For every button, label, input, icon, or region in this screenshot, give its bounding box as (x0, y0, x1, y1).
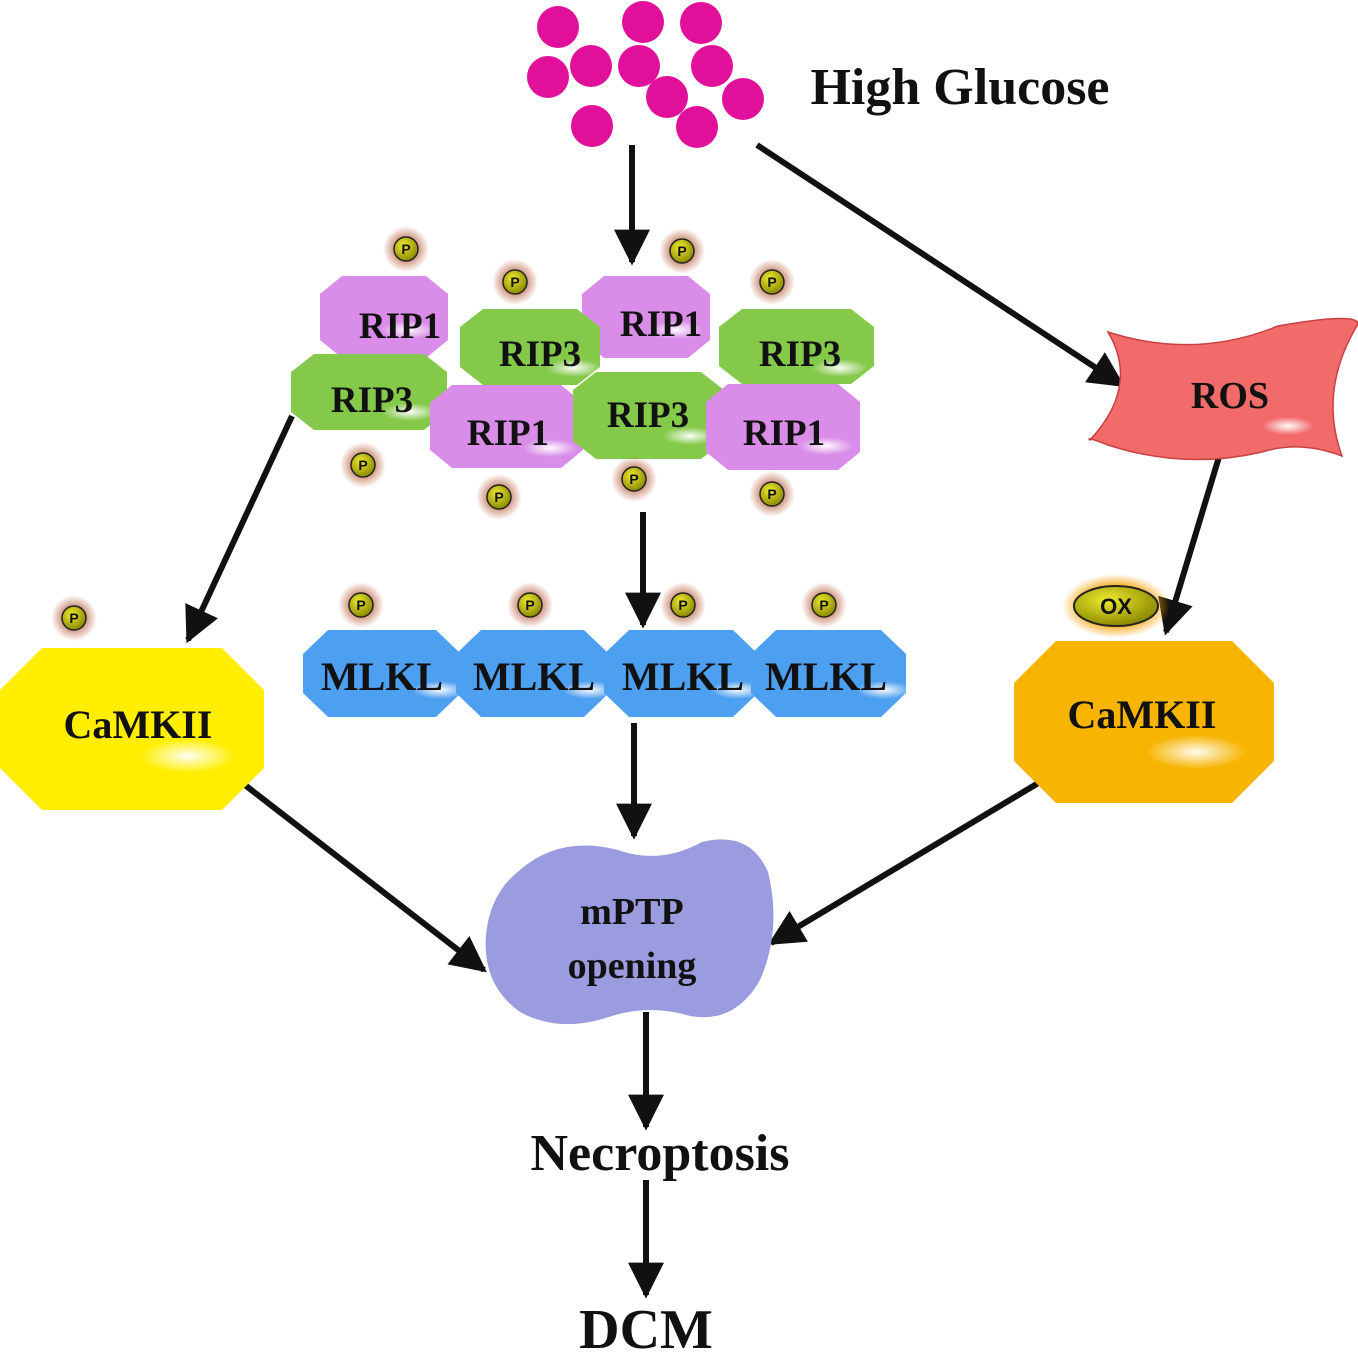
mlkl-label: MLKL (765, 654, 887, 699)
phospho-group: P (507, 582, 553, 628)
necrosome-complex: RIP1 RIP1 RIP3 RIP3 RIP3 RIP1 (291, 276, 874, 470)
glucose-particle (570, 45, 612, 87)
phospho-group: P (660, 582, 706, 628)
rip1-label: RIP1 (620, 304, 702, 345)
glucose-particle (691, 45, 733, 87)
mptp-label-line1: mPTP (580, 891, 683, 933)
necroptosis-label: Necroptosis (530, 1125, 789, 1182)
rip1-label: RIP1 (743, 413, 825, 454)
phospho-group: P (749, 471, 795, 517)
camkii-label: CaMKII (1068, 692, 1217, 737)
mlkl-node: MLKL (303, 630, 468, 717)
phospho-label: P (510, 274, 519, 290)
arrow-camkii-ox-to-mptp (767, 779, 1042, 946)
rip3-label: RIP3 (499, 334, 581, 375)
rip1-label: RIP1 (359, 306, 441, 347)
phospho-label: P (678, 597, 687, 613)
phospho-group: P (338, 582, 384, 628)
glucose-particles (527, 1, 764, 148)
rip1-node: RIP1 (582, 276, 710, 358)
glucose-particle (571, 105, 613, 147)
arrow-glucose-to-ros (755, 142, 1126, 388)
rip3-node: RIP3 (460, 309, 602, 385)
ros-label: ROS (1191, 375, 1269, 417)
glucose-particle (622, 1, 664, 43)
phospho-label: P (358, 457, 367, 473)
mlkl-oligomer: MLKL MLKL MLKL MLKL (303, 630, 912, 717)
rip3-label: RIP3 (331, 380, 413, 421)
dcm-label: DCM (579, 1299, 713, 1353)
phospho-label: P (401, 241, 410, 257)
pathway-arrows (185, 142, 1225, 1299)
phospho-group: P (659, 228, 705, 274)
phospho-label: P (629, 471, 638, 487)
mlkl-label: MLKL (321, 654, 443, 699)
rip3-node: RIP3 (719, 309, 874, 384)
phospho-group: P (383, 226, 429, 272)
phospho-label: P (69, 610, 78, 626)
phospho-group: P (476, 474, 522, 520)
phospho-group: P (611, 456, 657, 502)
rip3-node: RIP3 (291, 354, 447, 430)
arrow-ros-to-camkii (1158, 446, 1225, 636)
rip1-node: RIP1 (320, 276, 448, 358)
glucose-particle (676, 106, 718, 148)
mlkl-node: MLKL (751, 630, 912, 717)
rip1-node: RIP1 (430, 385, 583, 468)
mlkl-label: MLKL (622, 654, 744, 699)
high-glucose-label: High Glucose (810, 59, 1109, 116)
ros-node: ROS (1088, 317, 1358, 461)
ox-group: OX (1062, 574, 1170, 638)
phospho-label: P (356, 597, 365, 613)
rip1-node: RIP1 (706, 384, 860, 470)
phospho-group: P (340, 442, 386, 488)
phospho-label: P (819, 597, 828, 613)
mlkl-label: MLKL (473, 654, 595, 699)
phospho-label: P (767, 274, 776, 290)
phospho-label: P (494, 489, 503, 505)
phospho-groups: P P P P P P P P P P P P P (51, 226, 847, 641)
ox-label: OX (1100, 594, 1132, 619)
phospho-label: P (767, 486, 776, 502)
rip3-label: RIP3 (759, 334, 841, 375)
glucose-particle (618, 45, 660, 87)
mptp-label-line2: opening (568, 945, 697, 987)
arrow-camkii-p-to-mptp (230, 772, 487, 973)
phospho-label: P (677, 243, 686, 259)
rip1-label: RIP1 (467, 413, 549, 454)
rip3-label: RIP3 (607, 395, 689, 436)
rip3-node: RIP3 (573, 372, 724, 459)
mlkl-node: MLKL (456, 630, 618, 717)
glucose-particle (537, 6, 579, 48)
mlkl-node: MLKL (604, 630, 766, 717)
glucose-particle (527, 56, 569, 98)
camkii-label: CaMKII (64, 702, 213, 747)
glucose-particle (680, 2, 722, 44)
phospho-label: P (525, 597, 534, 613)
phospho-group: P (51, 595, 97, 641)
phospho-group: P (801, 582, 847, 628)
camkii-ox-node: CaMKII (1014, 641, 1274, 803)
camkii-phospho-node: CaMKII (0, 648, 264, 810)
mptp-node: mPTP opening (485, 839, 774, 1025)
glucose-particle (646, 76, 688, 118)
glucose-particle (722, 78, 764, 120)
arrow-rip3-to-camkii (185, 414, 295, 644)
phospho-group: P (492, 259, 538, 305)
phospho-group: P (749, 259, 795, 305)
